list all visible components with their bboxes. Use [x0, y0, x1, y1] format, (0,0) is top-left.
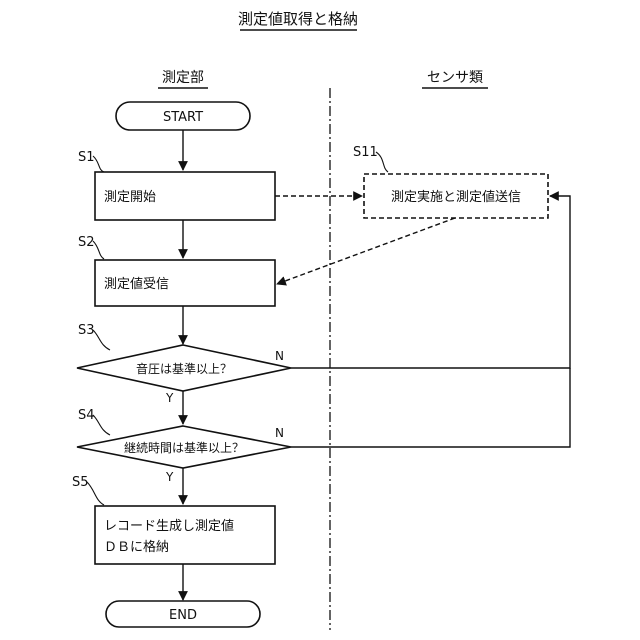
process-s5-box [95, 506, 275, 564]
arrow-s3-no-to-s11 [291, 196, 570, 368]
process-s5-label-line1: レコード生成し測定値 [104, 518, 234, 534]
start-label: START [163, 110, 203, 125]
process-s5-label-line2: ＤＢに格納 [104, 539, 169, 555]
arrow-s4-no-to-s11 [291, 368, 570, 447]
decision-s3-no-label: N [275, 349, 284, 363]
decision-s4-yes-label: Y [165, 470, 174, 484]
step-label-s5: S5 [72, 475, 89, 490]
leader-s3 [93, 330, 110, 350]
leader-s4 [93, 415, 110, 435]
lane-header-sensors: センサ類 [427, 70, 483, 86]
leader-s1 [93, 156, 104, 172]
step-label-s2: S2 [78, 235, 95, 250]
decision-s3-label: 音圧は基準以上？ [136, 361, 232, 376]
process-s2-label: 測定値受信 [104, 276, 169, 292]
leader-s11 [376, 152, 388, 172]
leader-s2 [93, 241, 104, 259]
step-label-s11: S11 [353, 145, 378, 160]
arrow-s11-to-s2 [277, 218, 455, 284]
step-label-s4: S4 [78, 408, 95, 423]
decision-s3-yes-label: Y [165, 391, 174, 405]
lane-header-measurement: 測定部 [162, 70, 204, 86]
leader-s5 [87, 482, 104, 505]
decision-s4-no-label: N [275, 426, 284, 440]
process-s11-label: 測定実施と測定値送信 [391, 189, 521, 205]
step-label-s1: S1 [78, 150, 95, 165]
step-label-s3: S3 [78, 323, 95, 338]
process-s1-label: 測定開始 [104, 190, 156, 205]
end-label: END [169, 608, 197, 623]
diagram-title: 測定値取得と格納 [238, 10, 358, 28]
decision-s4-label: 継続時間は基準以上？ [124, 440, 244, 455]
